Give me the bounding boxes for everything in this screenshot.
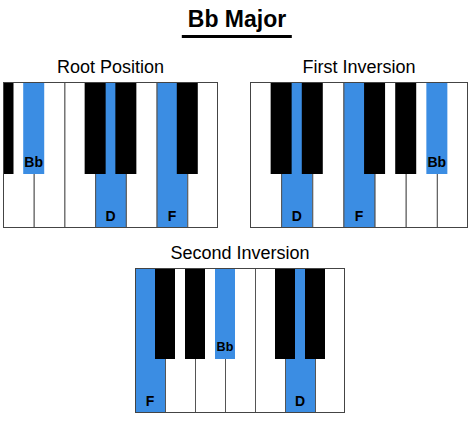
note-name: D bbox=[292, 209, 302, 223]
keyboard-frame bbox=[4, 83, 218, 228]
chord-title: Bb Major bbox=[182, 6, 292, 38]
black-key bbox=[271, 82, 292, 174]
black-key bbox=[302, 82, 323, 174]
black-key bbox=[3, 82, 14, 174]
inversion-heading: Root Position bbox=[3, 54, 218, 80]
note-name: Bb bbox=[24, 155, 43, 169]
black-key bbox=[185, 268, 205, 359]
keyboard-frame bbox=[251, 83, 468, 228]
note-name: F bbox=[355, 209, 364, 223]
chord-key: Bb bbox=[23, 82, 44, 174]
note-name: Bb bbox=[217, 341, 234, 354]
black-key bbox=[177, 82, 198, 174]
black-key bbox=[395, 82, 416, 174]
inversion-heading: Second Inversion bbox=[135, 240, 345, 266]
chord-key: F bbox=[157, 82, 188, 228]
black-key bbox=[115, 82, 136, 174]
black-key bbox=[215, 268, 235, 359]
black-key bbox=[364, 82, 385, 174]
piano-keyboard: First InversionD F Bb bbox=[250, 54, 468, 228]
chord-key: D bbox=[285, 268, 315, 413]
keyboard-frame bbox=[136, 269, 345, 413]
chord-key: Bb bbox=[215, 268, 235, 359]
chord-key: D bbox=[95, 82, 126, 228]
note-name: D bbox=[105, 209, 115, 223]
piano-keyboard: Root PositionBbD F bbox=[3, 54, 218, 228]
note-name: F bbox=[146, 394, 155, 408]
chord-key: D bbox=[281, 82, 312, 228]
chord-key: F bbox=[343, 82, 374, 228]
note-name: D bbox=[295, 394, 305, 408]
black-key bbox=[85, 82, 106, 174]
black-key bbox=[275, 268, 295, 359]
chord-key: F bbox=[135, 268, 165, 413]
piano-keyboard: Second InversionF BbD bbox=[135, 240, 345, 413]
black-key bbox=[23, 82, 44, 174]
note-name: F bbox=[168, 209, 177, 223]
inversion-heading: First Inversion bbox=[250, 54, 468, 80]
chord-key: Bb bbox=[426, 82, 447, 174]
black-key bbox=[426, 82, 447, 174]
note-name: Bb bbox=[428, 155, 447, 169]
keyboard-drawing bbox=[135, 268, 345, 413]
black-key bbox=[155, 268, 175, 359]
black-key bbox=[305, 268, 325, 359]
